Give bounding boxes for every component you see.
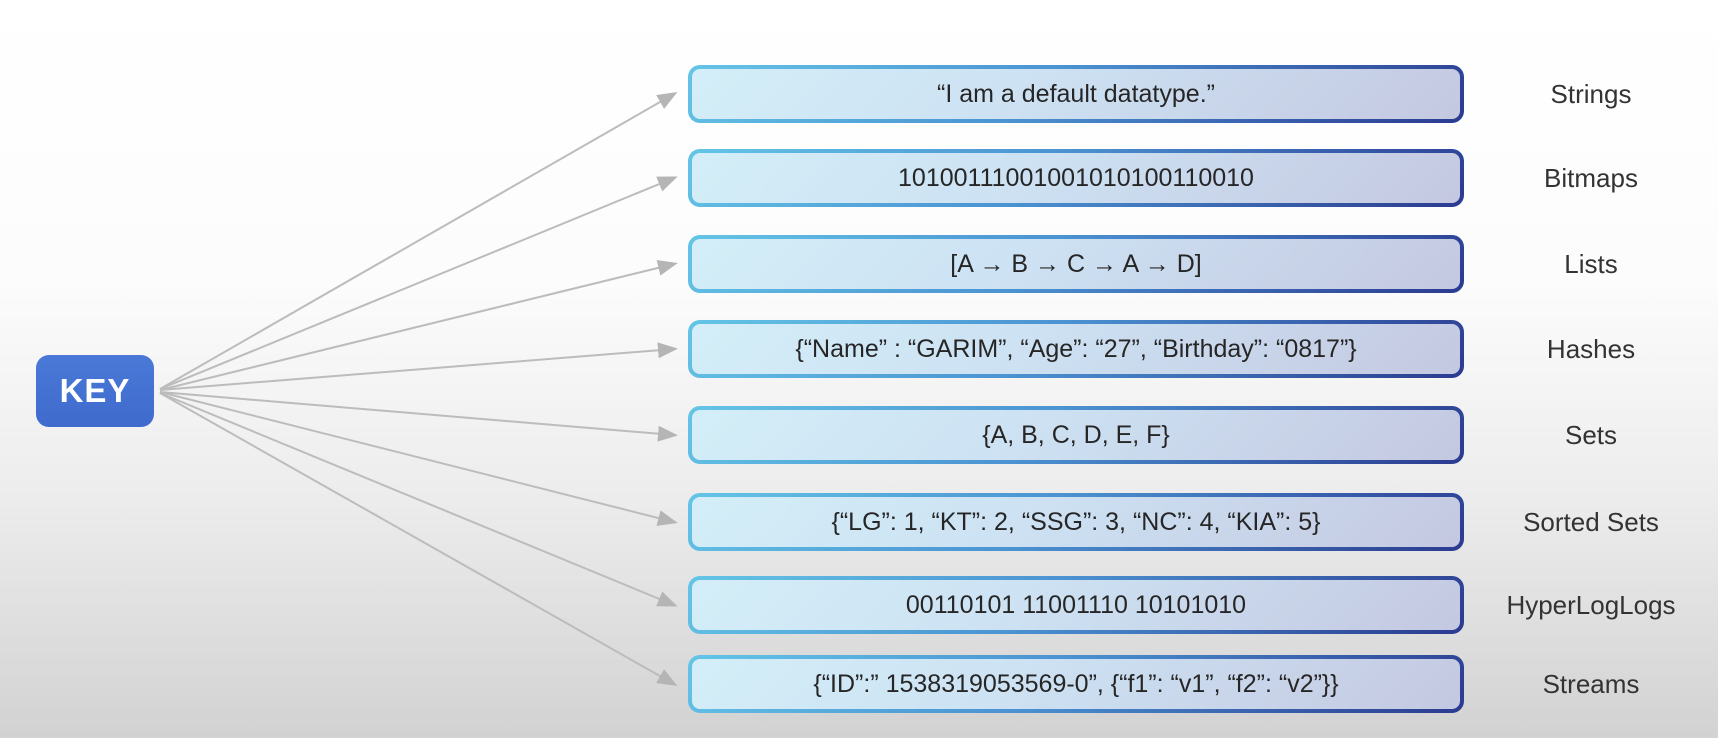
arrow-line: [159, 392, 678, 686]
datatype-value: {“ID”:” 1538319053569-0”, {“f1”: “v1”, “…: [692, 659, 1460, 709]
label-bitmaps: Bitmaps: [1544, 163, 1638, 193]
arrow-line: [159, 260, 678, 391]
datatype-value: {“LG”: 1, “KT”: 2, “SSG”: 3, “NC”: 4, “K…: [692, 497, 1460, 547]
key-box: KEY: [36, 355, 154, 427]
label-sets: Sets: [1564, 420, 1618, 450]
arrow-line: [159, 392, 678, 607]
label-hashes: Hashes: [1546, 334, 1636, 364]
datatype-box-sets: {A, B, C, D, E, F}: [688, 406, 1464, 464]
datatype-value: {“Name” : “GARIM”, “Age”: “27”, “Birthda…: [692, 324, 1460, 374]
arrow-line: [159, 342, 678, 391]
label-hyperloglogs: HyperLogLogs: [1506, 590, 1676, 620]
datatype-box-bitmaps: 10100111001001010100110010: [688, 149, 1464, 207]
datatype-value: 00110101 11001110 10101010: [692, 580, 1460, 630]
datatype-value: {A, B, C, D, E, F}: [692, 410, 1460, 460]
datatype-box-sorted-sets: {“LG”: 1, “KT”: 2, “SSG”: 3, “NC”: 4, “K…: [688, 493, 1464, 551]
label-strings: Strings: [1550, 79, 1632, 109]
label-streams: Streams: [1542, 669, 1640, 699]
datatype-box-hashes: {“Name” : “GARIM”, “Age”: “27”, “Birthda…: [688, 320, 1464, 378]
arrow-line: [159, 92, 678, 390]
arrow-line: [159, 391, 678, 442]
label-lists: Lists: [1564, 249, 1618, 279]
arrow-line: [159, 176, 678, 390]
label-sorted-sets: Sorted Sets: [1523, 507, 1659, 537]
datatype-box-strings: “I am a default datatype.”: [688, 65, 1464, 123]
datatype-value: [A → B → C → A → D]: [692, 239, 1460, 289]
key-label: KEY: [59, 372, 131, 409]
datatype-box-lists: [A → B → C → A → D]: [688, 235, 1464, 293]
datatype-value: “I am a default datatype.”: [692, 69, 1460, 119]
arrow-line: [159, 391, 678, 526]
datatype-box-streams: {“ID”:” 1538319053569-0”, {“f1”: “v1”, “…: [688, 655, 1464, 713]
datatype-value: 10100111001001010100110010: [692, 153, 1460, 203]
datatype-box-hyperloglogs: 00110101 11001110 10101010: [688, 576, 1464, 634]
